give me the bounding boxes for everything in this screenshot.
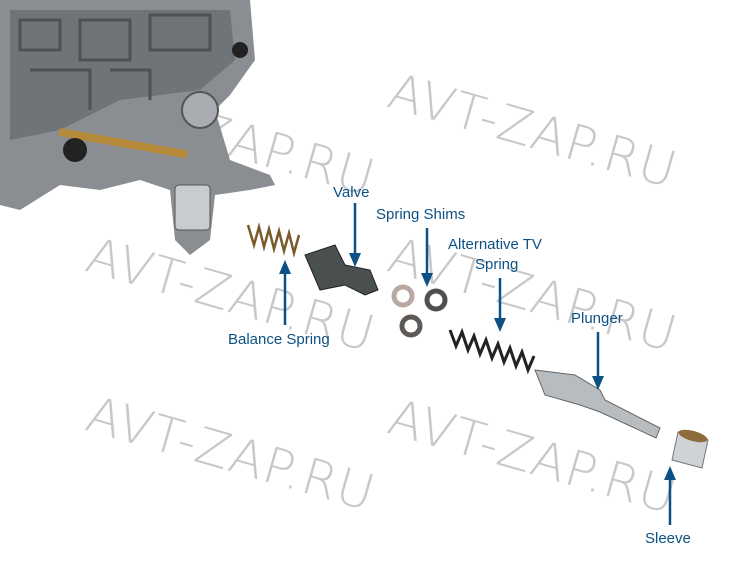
callout-arrows [279,203,676,525]
valve-part [304,244,379,296]
spring-shims-label: Spring Shims [376,206,466,223]
valve-label: Valve [333,184,370,201]
alternative-tv-spring-part [448,327,536,375]
alternative-tv-spring-label-line1: Alternative TV [448,236,542,253]
plunger-part [534,369,661,439]
sleeve-label: Sleeve [645,530,691,547]
plunger-label: Plunger [571,310,623,327]
balance-spring-label: Balance Spring [228,331,330,348]
valve-body-image [0,0,275,255]
spring-shims-part [391,284,448,338]
balance-spring-part [246,222,301,258]
sleeve-part [671,429,709,469]
alternative-tv-spring-label-line2: Spring [475,256,519,273]
